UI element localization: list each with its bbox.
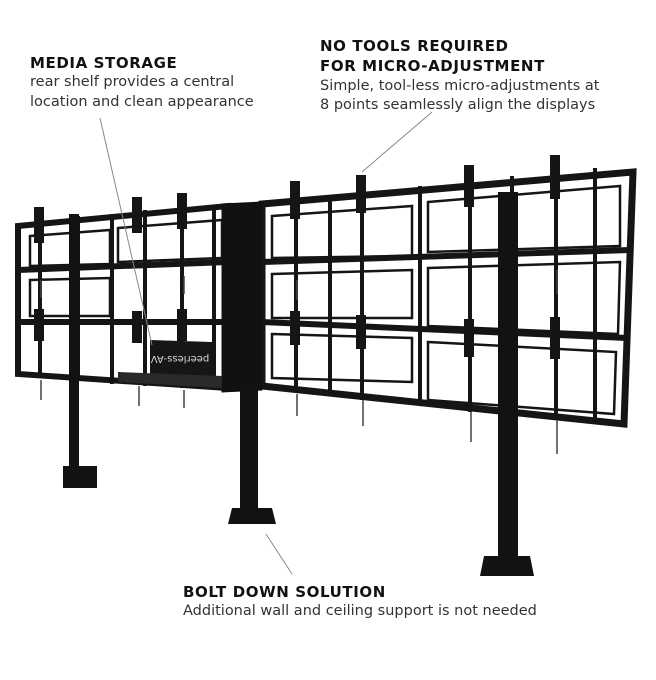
leader-media-storage	[99, 117, 153, 346]
leg-right	[498, 192, 518, 562]
media-storage-shelf: peerless-AV	[118, 340, 222, 388]
media-storage-callout: MEDIA STORAGE rear shelf provides a cent…	[30, 53, 254, 112]
bolt-down-title: BOLT DOWN SOLUTION	[183, 583, 386, 601]
frame-assembly	[14, 168, 637, 428]
bolt-down-desc: Additional wall and ceiling support is n…	[183, 603, 537, 620]
micro-adjust-desc-line2: 8 points seamlessly align the displays	[320, 97, 596, 114]
media-storage-desc-line1: rear shelf provides a central	[30, 74, 235, 91]
leader-lines	[99, 111, 433, 575]
frame-horizontal-rails	[14, 246, 634, 342]
leader-bolt-down	[265, 533, 293, 575]
micro-adjust-title-line2: FOR MICRO-ADJUSTMENT	[320, 57, 545, 76]
micro-adjust-desc-line1: Simple, tool-less micro-adjustments at	[320, 77, 600, 94]
media-storage-title: MEDIA STORAGE	[30, 54, 178, 72]
floor-legs	[63, 192, 534, 576]
bolt-down-callout: BOLT DOWN SOLUTION Additional wall and c…	[183, 582, 537, 622]
bracket-hooks	[40, 270, 558, 454]
adjustment-brackets	[34, 155, 560, 359]
media-storage-desc-line2: location and clean appearance	[30, 93, 254, 110]
center-column-box	[221, 201, 263, 393]
foot-right	[480, 556, 534, 576]
leg-center	[240, 386, 258, 512]
leg-left	[69, 214, 79, 472]
foot-left	[63, 466, 97, 488]
frame-right-outline	[258, 168, 637, 428]
micro-adjust-callout: NO TOOLS REQUIRED FOR MICRO-ADJUSTMENT S…	[320, 36, 599, 116]
leader-micro-adjust	[361, 111, 433, 173]
foot-center	[228, 508, 276, 524]
micro-adjust-title-line1: NO TOOLS REQUIRED	[320, 37, 509, 55]
shelf-logo-text: peerless-AV	[151, 353, 210, 364]
